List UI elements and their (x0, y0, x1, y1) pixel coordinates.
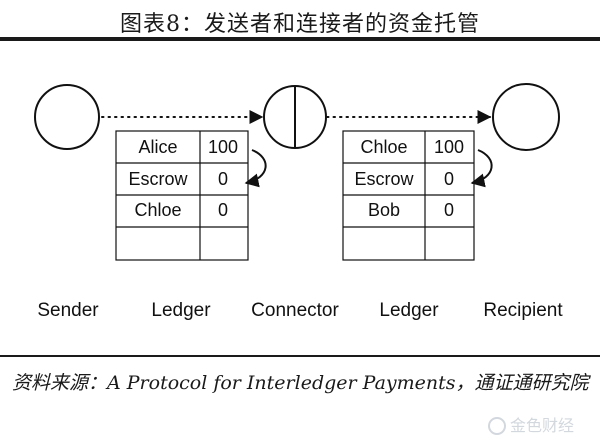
ledger1-account-1: Alice (138, 137, 177, 157)
escrow-transfer-arrow-1 (244, 149, 267, 188)
ledger2-balance-3: 0 (444, 200, 454, 220)
figure-title: 图表8：发送者和连接者的资金托管 (120, 12, 480, 37)
recipient-node (492, 83, 560, 151)
ledger1-balance-1: 100 (208, 137, 238, 157)
watermark-logo-icon (488, 417, 506, 435)
ledger1-balance-2: 0 (218, 169, 228, 189)
recipient-label: Recipient (483, 300, 563, 321)
sender-node (34, 84, 100, 150)
escrow-transfer-arrow-2 (470, 149, 493, 188)
ledger1-balance-3: 0 (218, 200, 228, 220)
connector-label: Connector (251, 300, 339, 321)
source-note: 资料来源：A Protocol for Interledger Payments… (12, 372, 589, 394)
ledger-table-2: Chloe 100 Escrow 0 Bob 0 (342, 130, 475, 261)
ledger2-account-2: Escrow (354, 169, 414, 189)
ledger2-account-3: Bob (368, 200, 400, 220)
bottom-rule (0, 355, 600, 357)
ledger2-balance-2: 0 (444, 169, 454, 189)
ledger2-balance-1: 100 (434, 137, 464, 157)
ledger-label-2: Ledger (379, 300, 439, 321)
ledger2-account-1: Chloe (360, 137, 407, 157)
sender-label: Sender (37, 300, 99, 321)
watermark-text: 金色财经 (510, 416, 575, 435)
ledger-table-1: Alice 100 Escrow 0 Chloe 0 (115, 130, 249, 261)
ledger1-account-2: Escrow (128, 169, 188, 189)
ledger-label-1: Ledger (151, 300, 211, 321)
ledger1-account-3: Chloe (134, 200, 181, 220)
top-rule (0, 37, 600, 41)
escrow-diagram: Alice 100 Escrow 0 Chloe 0 Chloe 100 Esc… (34, 83, 563, 321)
watermark: 金色财经 (488, 414, 598, 438)
